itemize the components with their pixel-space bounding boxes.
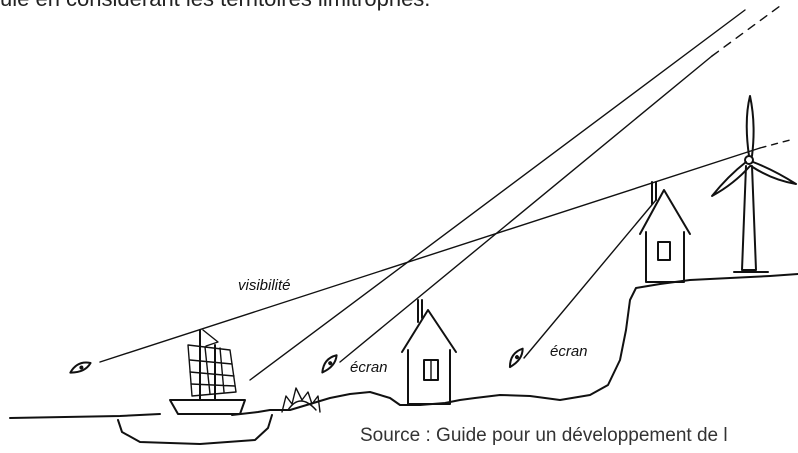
sight-line-bundle xyxy=(249,9,746,381)
intro-text: ule en considérant les territoires limit… xyxy=(0,0,430,12)
sight-line-screen-1 xyxy=(339,55,713,363)
eye-icon xyxy=(321,354,338,374)
sight-line-screen-1-dashed xyxy=(711,5,781,57)
eye-icon xyxy=(69,361,92,374)
terrain-line xyxy=(9,273,798,419)
sight-line-extension xyxy=(759,139,791,149)
eye-icon xyxy=(508,347,524,369)
sight-line-screen-2 xyxy=(523,199,657,359)
house-icon xyxy=(639,181,691,283)
bush-icon xyxy=(281,387,321,413)
water-basin xyxy=(117,414,273,445)
wind-turbine-icon xyxy=(711,95,797,273)
source-caption: Source : Guide pour un développement de … xyxy=(360,425,728,446)
sailboat-icon xyxy=(169,329,246,415)
label-visibility: visibilité xyxy=(238,277,291,294)
label-screen-2: écran xyxy=(550,343,588,360)
visibility-line xyxy=(99,147,761,363)
label-screen-1: écran xyxy=(350,359,388,376)
house-icon xyxy=(401,299,457,405)
